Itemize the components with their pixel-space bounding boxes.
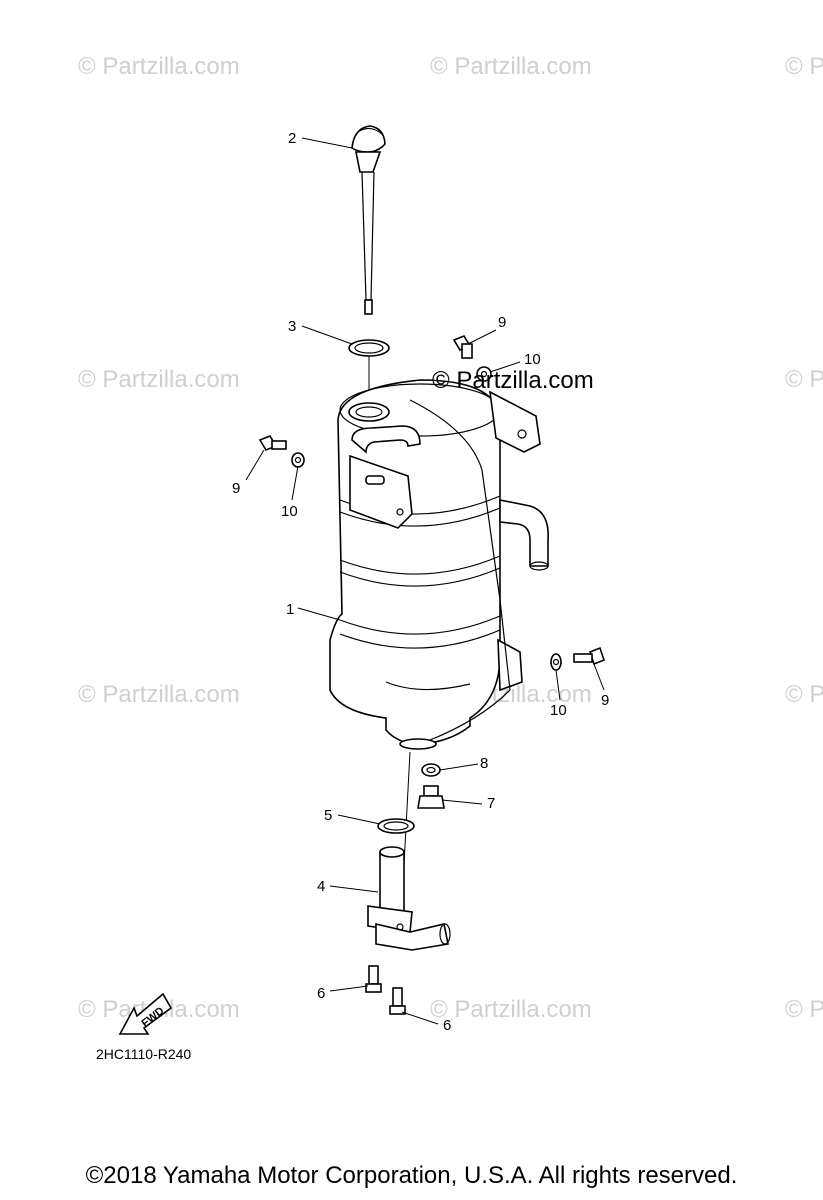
callout-1: 1 [286, 601, 294, 618]
bolt-part-9[interactable] [573, 646, 605, 666]
screw-part-6[interactable] [389, 987, 406, 1015]
callout-9: 9 [498, 314, 506, 331]
o-ring-part-3[interactable] [348, 339, 390, 357]
callout-numbers: 1 2 3 4 5 6 6 7 8 9 9 9 10 10 10 [232, 130, 609, 1034]
pipe-fitting-part[interactable] [367, 846, 451, 951]
callout-9: 9 [232, 480, 240, 497]
watermark-prominent: © Partzilla.com [432, 367, 594, 394]
callout-8: 8 [480, 755, 488, 772]
callout-6: 6 [443, 1017, 451, 1034]
watermark: © Partzilla.com [78, 681, 240, 708]
watermark: © Partzilla.com [785, 681, 823, 708]
oil-tank-part[interactable] [329, 379, 549, 750]
watermark: © Partzilla.com [785, 996, 823, 1023]
screw-part-6[interactable] [365, 965, 382, 993]
watermark: © Partzilla.com [785, 53, 823, 80]
dipstick-part[interactable] [351, 125, 386, 315]
copyright-notice: ©2018 Yamaha Motor Corporation, U.S.A. A… [85, 1162, 738, 1189]
watermark: © Partzilla.com [430, 53, 592, 80]
washer-part-10[interactable] [291, 452, 305, 468]
washer-part-8[interactable] [421, 763, 441, 777]
bolt-part-9[interactable] [452, 335, 473, 359]
watermark: © Partzilla.com [78, 53, 240, 80]
callout-3: 3 [288, 318, 296, 335]
callout-5: 5 [324, 807, 332, 824]
watermark: © Partzilla.com [430, 996, 592, 1023]
drain-bolt-part-7[interactable] [417, 785, 445, 809]
callout-7: 7 [487, 795, 495, 812]
washer-part-10[interactable] [476, 366, 492, 382]
callout-9: 9 [601, 692, 609, 709]
callout-6: 6 [317, 985, 325, 1002]
watermark-grid: © Partzilla.com © Partzilla.com © Partzi… [78, 53, 823, 1023]
o-ring-part-5[interactable] [377, 818, 415, 834]
callout-10: 10 [524, 351, 541, 368]
diagram-code: 2HC1110-R240 [96, 1046, 191, 1062]
watermark: © Partzilla.com [785, 366, 823, 393]
callout-10: 10 [550, 702, 567, 719]
washer-part-10[interactable] [550, 653, 562, 671]
bolt-part-9[interactable] [258, 435, 287, 451]
callout-4: 4 [317, 878, 325, 895]
watermark: © Partzilla.com [78, 366, 240, 393]
callout-10: 10 [281, 503, 298, 520]
callout-2: 2 [288, 130, 296, 147]
leader-lines [245, 137, 605, 1025]
